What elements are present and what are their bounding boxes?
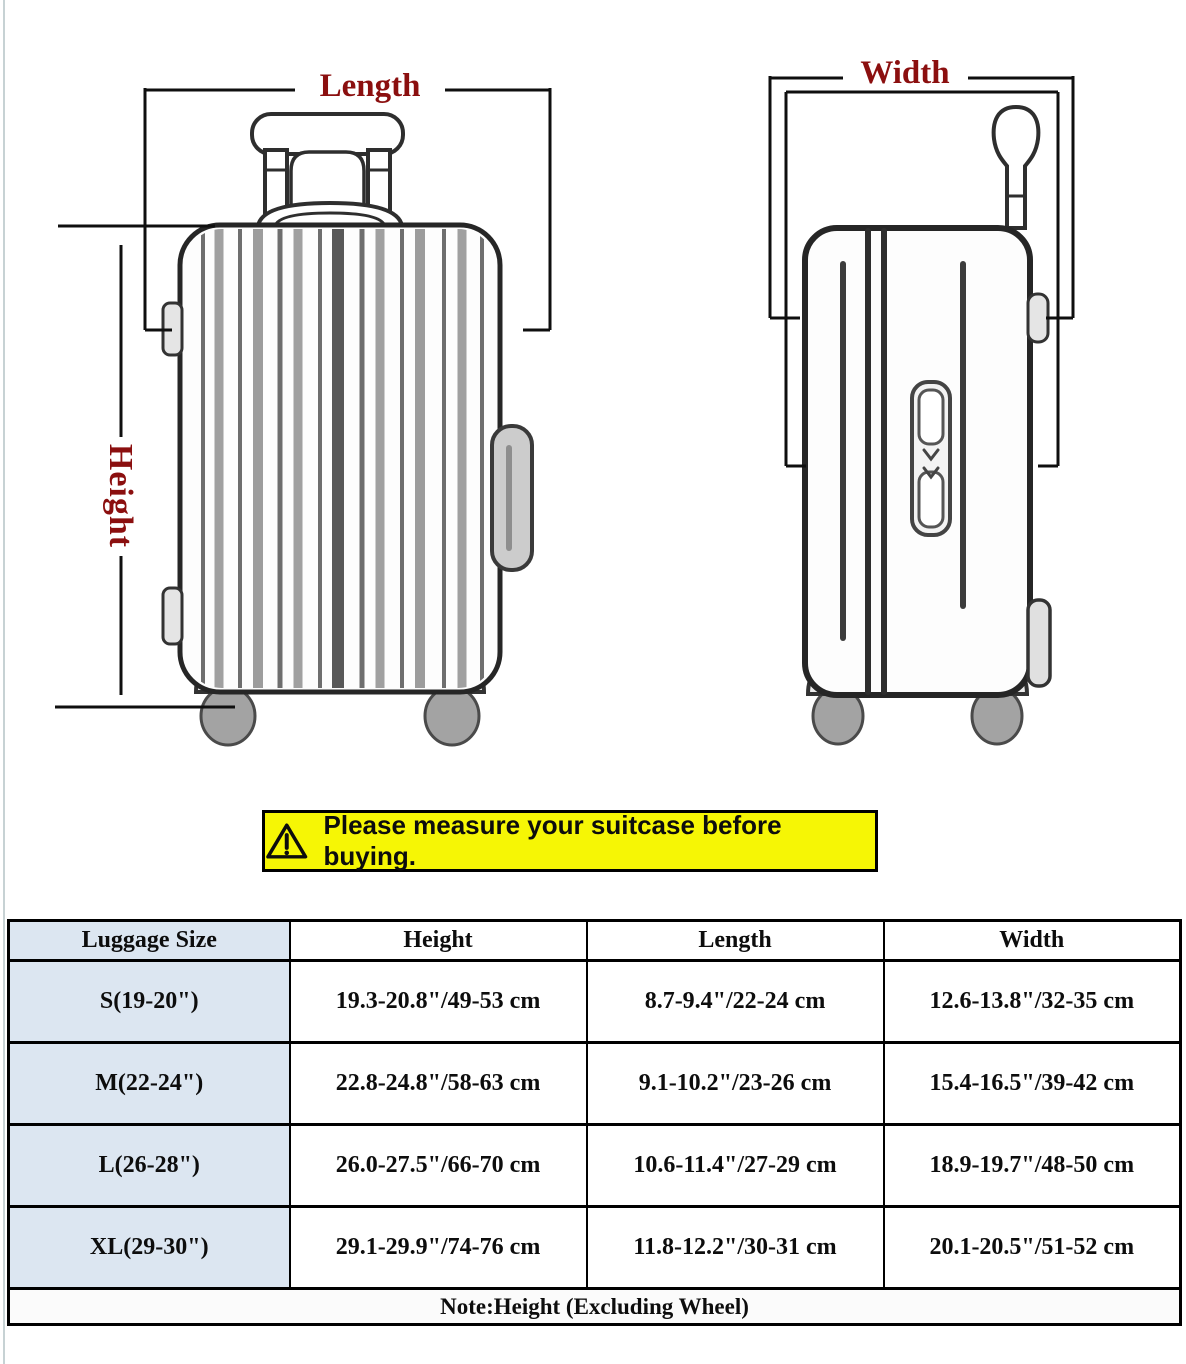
warning-banner: Please measure your suitcase before buyi… [262, 810, 878, 872]
height-measure-line [55, 224, 235, 709]
length-label: Length [319, 68, 421, 104]
width-cell: 15.4-16.5"/39-42 cm [882, 1041, 1182, 1126]
col-header-width: Width [882, 919, 1182, 962]
width-cell: 18.9-19.7"/48-50 cm [882, 1123, 1182, 1208]
front-view-suitcase [161, 112, 534, 747]
side-trolley-handle [991, 104, 1041, 230]
side-shell-split [865, 228, 887, 695]
table-note: Note:Height (Excluding Wheel) [7, 1287, 1182, 1326]
col-header-luggage-size: Luggage Size [7, 919, 291, 962]
side-lock-panel [910, 380, 952, 537]
col-header-height: Height [288, 919, 588, 962]
height-cell: 22.8-24.8"/58-63 cm [288, 1041, 588, 1126]
front-side-handle [490, 424, 534, 572]
side-view-suitcase [802, 104, 1052, 746]
luggage-measurement-diagram [55, 76, 1075, 747]
height-label: Height [102, 443, 139, 549]
table-row-s: S(19-20") 19.3-20.8"/49-53 cm 8.7-9.4"/2… [7, 959, 1182, 1044]
page-edge-line [3, 0, 5, 1364]
height-cell: 26.0-27.5"/66-70 cm [288, 1123, 588, 1208]
side-right-handle [1026, 598, 1052, 688]
width-label: Width [860, 55, 950, 91]
height-cell: 29.1-29.9"/74-76 cm [288, 1205, 588, 1290]
length-cell: 11.8-12.2"/30-31 cm [585, 1205, 885, 1290]
length-cell: 8.7-9.4"/22-24 cm [585, 959, 885, 1044]
width-bracket [768, 76, 1075, 468]
width-cell: 12.6-13.8"/32-35 cm [882, 959, 1182, 1044]
front-carry-handle [256, 200, 404, 228]
table-row-l: L(26-28") 26.0-27.5"/66-70 cm 10.6-11.4"… [7, 1123, 1182, 1208]
size-cell: M(22-24") [7, 1041, 291, 1126]
luggage-size-table: Luggage Size Height Length Width S(19-20… [7, 919, 1182, 1326]
size-cell: S(19-20") [7, 959, 291, 1044]
size-cell: XL(29-30") [7, 1205, 291, 1290]
front-left-latch-bottom [161, 586, 184, 646]
length-bracket [143, 88, 552, 332]
col-header-length: Length [585, 919, 885, 962]
size-cell: L(26-28") [7, 1123, 291, 1208]
length-cell: 10.6-11.4"/27-29 cm [585, 1123, 885, 1208]
table-row-m: M(22-24") 22.8-24.8"/58-63 cm 9.1-10.2"/… [7, 1041, 1182, 1126]
side-right-latch [1026, 292, 1050, 344]
warning-triangle-icon [266, 823, 308, 859]
warning-banner-text: Please measure your suitcase before buyi… [323, 810, 782, 871]
table-row-xl: XL(29-30") 29.1-29.9"/74-76 cm 11.8-12.2… [7, 1205, 1182, 1290]
table-header-row: Luggage Size Height Length Width [7, 919, 1182, 962]
width-cell: 20.1-20.5"/51-52 cm [882, 1205, 1182, 1290]
height-cell: 19.3-20.8"/49-53 cm [288, 959, 588, 1044]
front-body-stripes [201, 229, 484, 688]
table-note-row: Note:Height (Excluding Wheel) [7, 1287, 1182, 1326]
length-cell: 9.1-10.2"/23-26 cm [585, 1041, 885, 1126]
